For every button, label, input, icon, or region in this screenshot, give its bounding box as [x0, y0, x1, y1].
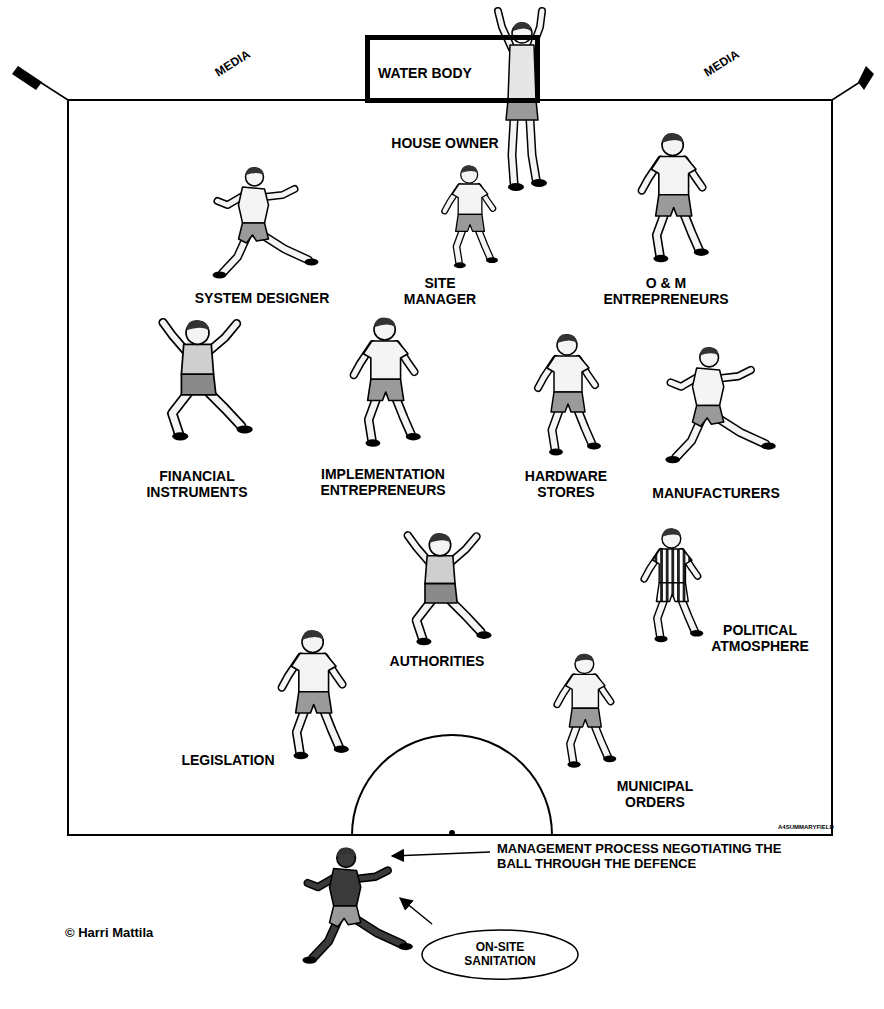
- player-label: HARDWARE STORES: [516, 468, 616, 500]
- pitch-outline: [68, 100, 832, 835]
- corner-flag: [12, 66, 42, 90]
- corner-flag: [858, 66, 874, 90]
- player-label: MANUFACTURERS: [636, 485, 796, 501]
- player-label: IMPLEMENTATION ENTREPRENEURS: [303, 466, 463, 498]
- goal-box: WATER BODY: [365, 35, 540, 103]
- player-figure: [642, 133, 709, 262]
- player-figure: [213, 167, 319, 279]
- corner-pole: [40, 82, 68, 100]
- player-figure: [282, 630, 349, 759]
- player-label: MUNICIPAL ORDERS: [605, 778, 705, 810]
- player-label: POLITICAL ATMOSPHERE: [700, 622, 820, 654]
- striped-player-figure: [644, 528, 703, 642]
- player-figure: [445, 165, 498, 268]
- player-figure: [557, 654, 616, 768]
- player-label: LEGISLATION: [163, 752, 293, 768]
- creature-figure: [163, 320, 253, 440]
- player-label: SYSTEM DESIGNER: [177, 290, 347, 306]
- node-text: WATER BODY: [378, 65, 472, 81]
- media-label: MEDIA: [702, 48, 742, 80]
- player-figure: [354, 318, 421, 447]
- ellipse-shape: [422, 930, 578, 979]
- media-label: MEDIA: [213, 48, 253, 80]
- watermark: A4SUMMARYFIELD: [778, 824, 834, 831]
- process-note: MANAGEMENT PROCESS NEGOTIATING THE BALL …: [497, 842, 787, 872]
- leader-arrow: [400, 898, 432, 924]
- player-label: HOUSE OWNER: [380, 135, 510, 151]
- leader-arrow: [392, 852, 490, 856]
- centre-spot: [449, 830, 455, 836]
- topic-ellipse: ON-SITE SANITATION: [421, 929, 579, 980]
- copyright-note: © Harri Mattila: [65, 926, 153, 941]
- node-text: ON-SITE SANITATION: [450, 941, 550, 969]
- player-figure: [538, 334, 601, 456]
- creature-figure: [408, 533, 492, 645]
- player-figure: [665, 347, 775, 463]
- corner-pole: [832, 82, 860, 100]
- centre-circle: [352, 735, 552, 835]
- player-label: O & M ENTREPRENEURS: [596, 275, 736, 307]
- player-label: SITE MANAGER: [395, 275, 485, 307]
- player-label: AUTHORITIES: [367, 653, 507, 669]
- player-label: FINANCIAL INSTRUMENTS: [137, 468, 257, 500]
- kicker-figure: [302, 847, 412, 963]
